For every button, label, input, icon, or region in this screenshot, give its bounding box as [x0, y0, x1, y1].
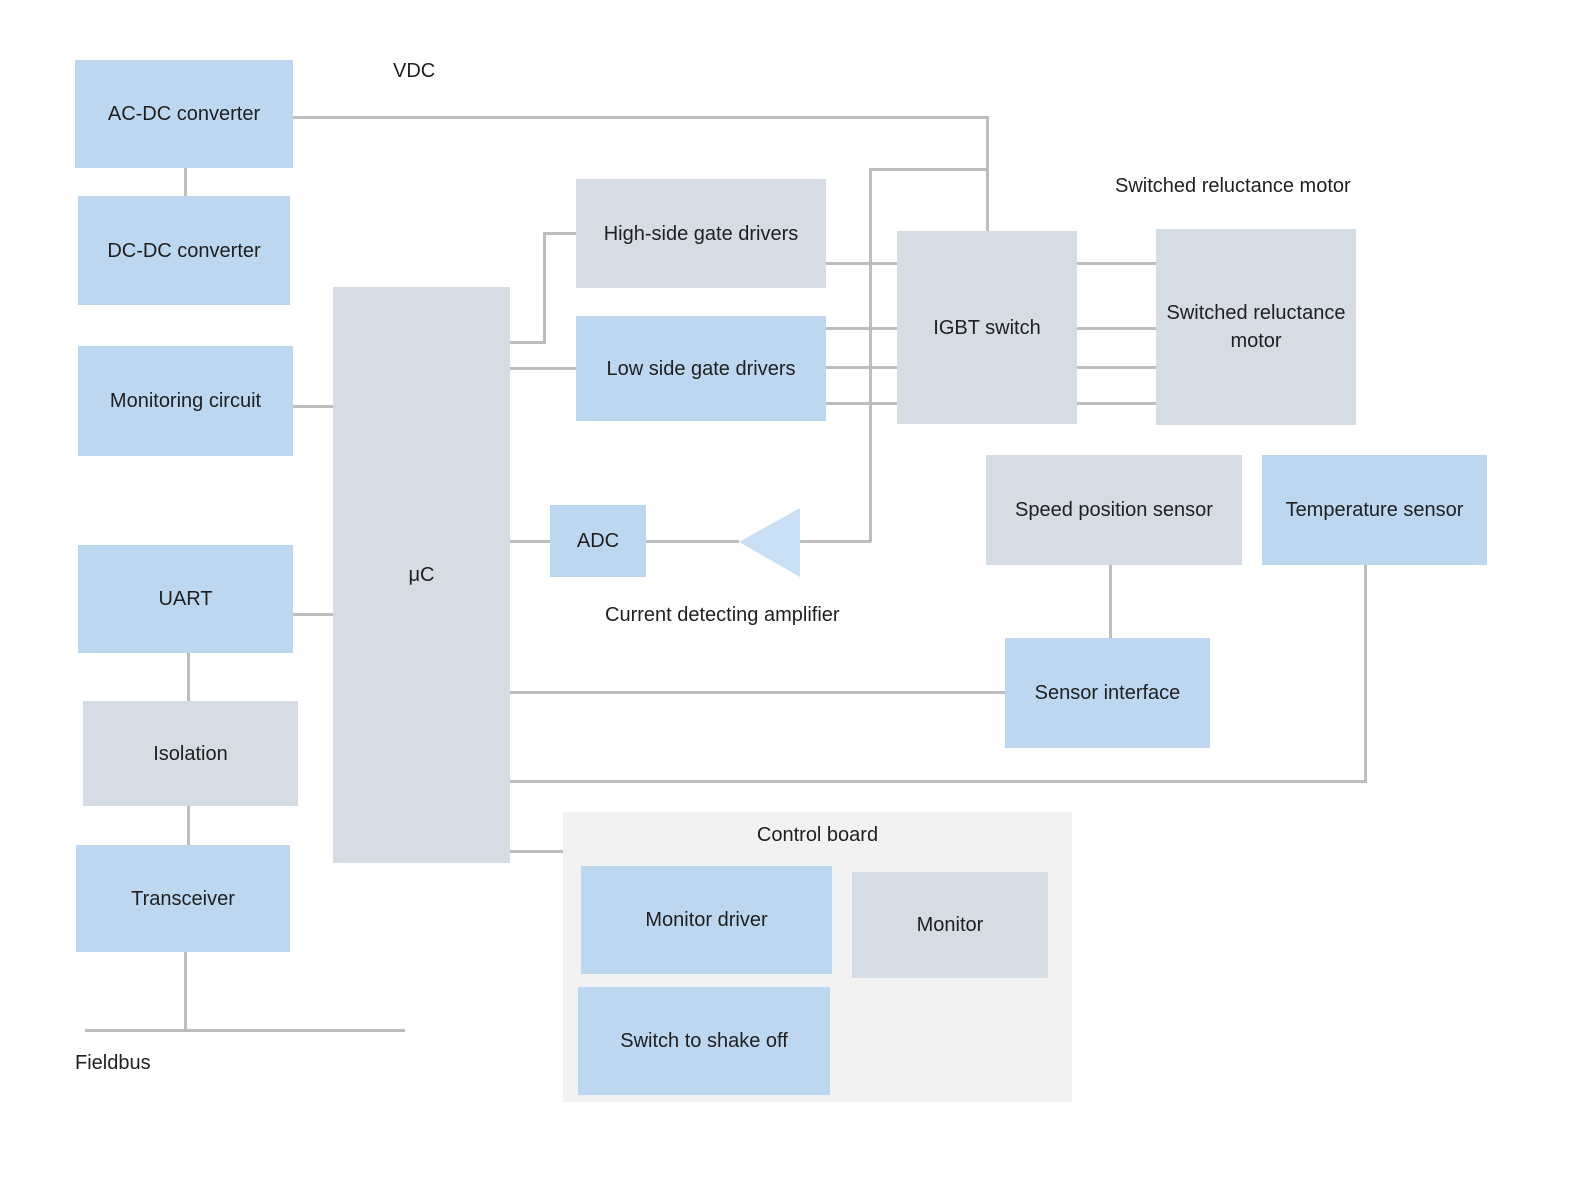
caption-current-detecting-amplifier: Current detecting amplifier	[605, 604, 840, 626]
block-transceiver: Transceiver	[76, 845, 290, 952]
connector-uc-highside-b	[543, 232, 546, 344]
block-monitor: Monitor	[852, 872, 1048, 978]
block-high-side-gate-drivers: High-side gate drivers	[576, 179, 826, 288]
caption-fieldbus: Fieldbus	[75, 1052, 151, 1074]
connector-amp-input	[800, 540, 871, 543]
connector-igbt-motor-1	[1077, 262, 1156, 265]
connector-amp-riser	[869, 168, 872, 542]
connector-uart-uc	[293, 613, 333, 616]
block-isolation: Isolation	[83, 701, 298, 806]
block-low-side-gate-drivers: Low side gate drivers	[576, 316, 826, 421]
connector-vdc-down-igbt	[986, 116, 989, 231]
block-igbt-switch: IGBT switch	[897, 231, 1077, 424]
connector-amp-top-horizontal	[871, 168, 989, 171]
connector-vdc-horizontal	[293, 116, 989, 119]
connector-temp-riser	[1364, 565, 1367, 783]
connector-igbt-motor-3	[1077, 366, 1156, 369]
caption-switched-reluctance-motor: Switched reluctance motor	[1115, 175, 1351, 197]
block-monitor-driver: Monitor driver	[581, 866, 832, 974]
block-switch-to-shake-off: Switch to shake off	[578, 987, 830, 1095]
block-sensor-interface: Sensor interface	[1005, 638, 1210, 748]
block-temperature-sensor: Temperature sensor	[1262, 455, 1487, 565]
connector-uc-lowside	[510, 367, 576, 370]
connector-lowside-igbt-1	[826, 327, 897, 330]
block-dc-dc-converter: DC-DC converter	[78, 196, 290, 305]
block-microcontroller: μC	[333, 287, 510, 863]
connector-adc-uc	[510, 540, 550, 543]
block-monitoring-circuit: Monitoring circuit	[78, 346, 293, 456]
connector-uart-isolation	[187, 653, 190, 701]
control-board-title: Control board	[756, 824, 879, 846]
connector-fieldbus-line	[85, 1029, 405, 1032]
connector-lowside-igbt-2	[826, 366, 897, 369]
connector-uc-highside-a	[510, 341, 546, 344]
block-uart: UART	[78, 545, 293, 653]
connector-uc-temp-horizontal	[510, 780, 1367, 783]
connector-speed-sensor-interface	[1109, 565, 1112, 638]
connector-igbt-motor-2	[1077, 327, 1156, 330]
connector-uc-sensor-interface	[510, 691, 1005, 694]
current-amplifier-triangle-icon	[739, 508, 800, 577]
connector-uc-highside-c	[543, 232, 576, 235]
connector-isolation-transceiver	[187, 806, 190, 845]
block-switched-reluctance-motor: Switched reluctance motor	[1156, 229, 1356, 425]
connector-lowside-igbt-3	[826, 402, 897, 405]
block-adc: ADC	[550, 505, 646, 577]
connector-amp-adc	[646, 540, 739, 543]
connector-igbt-motor-4	[1077, 402, 1156, 405]
connector-acdc-dcdc	[184, 168, 187, 196]
connector-monitoring-uc	[293, 405, 333, 408]
caption-vdc: VDC	[393, 60, 436, 82]
connector-transceiver-fieldbus	[184, 952, 187, 1031]
block-speed-position-sensor: Speed position sensor	[986, 455, 1242, 565]
connector-uc-control-board	[510, 850, 563, 853]
block-ac-dc-converter: AC-DC converter	[75, 60, 293, 168]
connector-highside-igbt	[826, 262, 897, 265]
